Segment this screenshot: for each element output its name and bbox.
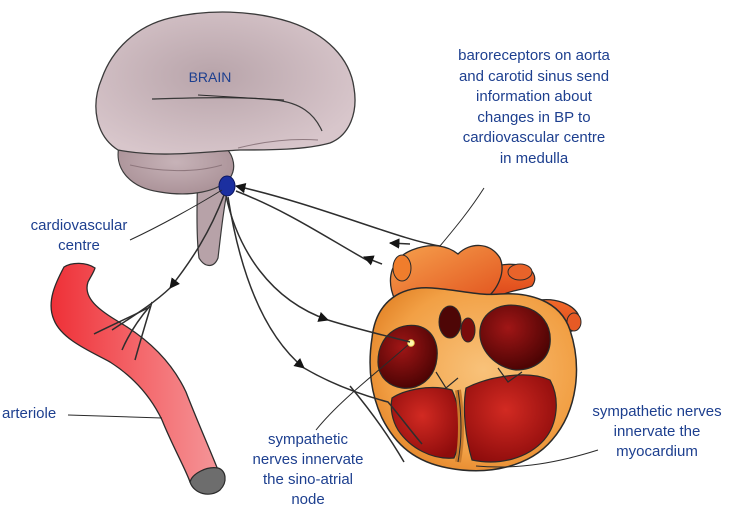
efferent-to-myocardium <box>227 196 305 369</box>
sino-atrial-label: sympathetic nerves innervate the sino-at… <box>252 431 364 508</box>
arteriole-vessel <box>50 262 219 483</box>
leader-sa-node <box>315 344 409 431</box>
leader-brain <box>197 94 285 101</box>
brain-label: BRAIN <box>188 69 232 85</box>
nerve-pathways <box>93 182 441 463</box>
arteriole-lumen <box>189 467 226 495</box>
leader-cardiovascular-centre <box>129 189 223 241</box>
right-atrium <box>377 324 438 389</box>
efferent-to-arteriole <box>169 194 225 289</box>
cardiovascular-centre <box>218 175 236 197</box>
right-ventricle <box>390 386 461 459</box>
brain <box>95 11 356 267</box>
baroreceptors-label: baroreceptors on aorta and carotid sinus… <box>458 47 610 167</box>
leader-lines <box>67 94 599 468</box>
sino-atrial-node <box>407 339 415 347</box>
cardiovascular-centre-label: cardiovascular centre <box>30 217 128 254</box>
arteriole-label: arteriole <box>2 405 57 422</box>
arteriole <box>50 262 226 495</box>
leader-arteriole <box>67 414 163 419</box>
afferent-nerve-carotid <box>235 190 373 264</box>
heart <box>369 244 582 472</box>
leader-baroreceptors <box>439 187 485 247</box>
left-ventricle <box>463 374 557 463</box>
left-atrium <box>479 304 551 371</box>
leader-myocardium <box>475 449 599 468</box>
afferent-arrow-2 <box>363 255 383 266</box>
afferent-arrow-1 <box>388 238 411 249</box>
afferent-nerve-aorta <box>234 182 441 247</box>
cerebrum <box>95 11 356 155</box>
myocardium-label: sympathetic nerves innervate the myocard… <box>592 403 722 460</box>
